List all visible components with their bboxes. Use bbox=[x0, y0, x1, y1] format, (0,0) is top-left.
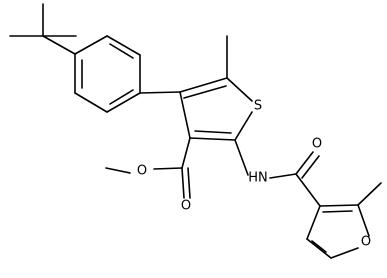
bond bbox=[330, 247, 359, 259]
bond bbox=[234, 111, 253, 141]
bond bbox=[295, 151, 314, 175]
bond bbox=[181, 137, 191, 169]
bond bbox=[295, 173, 321, 207]
amide-carbonyl-oxygen-label: O bbox=[312, 137, 322, 152]
bond bbox=[189, 137, 236, 141]
tert-butyl-group bbox=[9, 3, 77, 55]
double-bond-inner bbox=[311, 240, 327, 253]
thiophene-ring bbox=[179, 77, 253, 141]
furan-ring bbox=[306, 204, 370, 259]
bond bbox=[105, 167, 131, 174]
bond bbox=[74, 92, 108, 113]
benzene-ring bbox=[74, 35, 141, 113]
bond bbox=[234, 139, 249, 176]
bond bbox=[269, 173, 297, 179]
amide-group bbox=[234, 139, 321, 207]
double-bond-inner bbox=[109, 43, 134, 59]
ester-carbonyl-oxygen-label: O bbox=[181, 199, 191, 214]
bond bbox=[306, 238, 332, 259]
bond bbox=[181, 167, 185, 199]
double-bond-inner bbox=[194, 130, 232, 134]
bond bbox=[106, 92, 141, 113]
bond bbox=[153, 167, 183, 170]
double-bond-inner bbox=[322, 210, 353, 213]
bond bbox=[179, 77, 228, 93]
double-bond-inner bbox=[183, 85, 227, 99]
sulfur-label: S bbox=[254, 99, 262, 114]
methyl-ester-group bbox=[105, 137, 191, 199]
double-bond-inner bbox=[109, 89, 134, 105]
bond bbox=[306, 205, 321, 240]
bond bbox=[357, 204, 370, 237]
furan-methyl-bond bbox=[357, 182, 382, 206]
furan-oxygen-label: O bbox=[361, 235, 371, 250]
aryl-thiophene-bond bbox=[139, 91, 181, 94]
bond bbox=[319, 204, 359, 207]
bond bbox=[42, 35, 76, 55]
bond bbox=[74, 35, 108, 55]
double-bond bbox=[301, 155, 320, 179]
bond bbox=[179, 91, 191, 139]
double-bond bbox=[187, 167, 191, 199]
ester-ether-oxygen-label: O bbox=[137, 164, 147, 179]
amide-nitrogen-label: HN bbox=[248, 171, 268, 186]
bond bbox=[226, 77, 253, 102]
bond bbox=[106, 35, 141, 56]
atom-labels: S O O HN O O bbox=[137, 99, 371, 250]
